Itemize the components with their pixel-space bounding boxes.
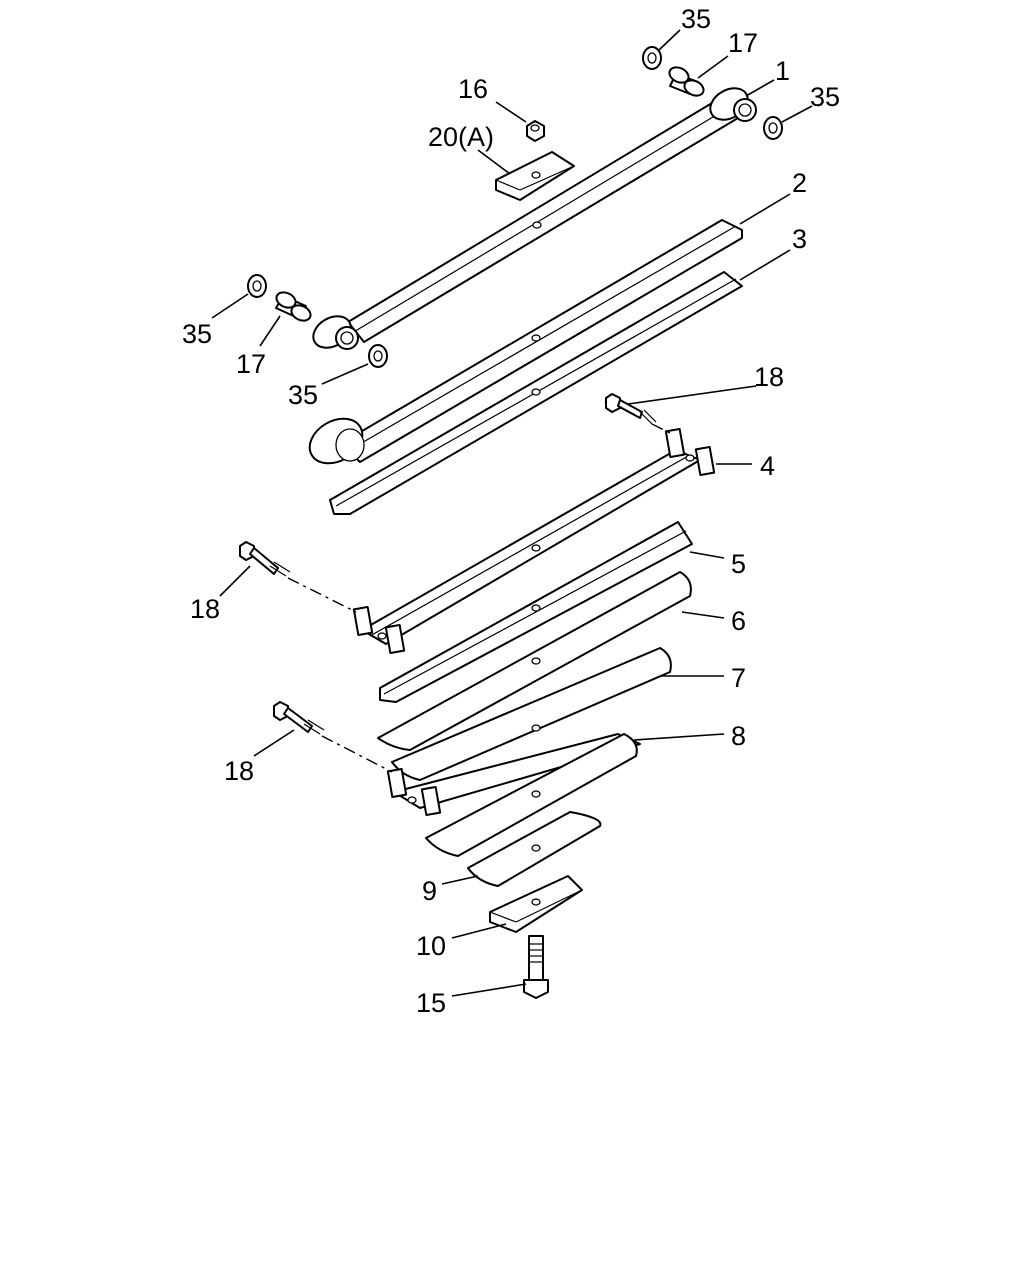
callout-5: 5 — [731, 549, 746, 579]
nut-16 — [526, 120, 545, 142]
plate-20a — [495, 151, 575, 201]
washer-35-c — [247, 274, 267, 298]
leaf-1 — [312, 87, 757, 350]
bolt-18-top — [605, 393, 657, 425]
clip-4 — [352, 427, 716, 655]
centerline-18-top — [651, 423, 673, 435]
leaf-3 — [329, 271, 743, 515]
callout-16: 16 — [458, 74, 488, 104]
leaf-8 — [425, 733, 638, 857]
callout-35-right: 35 — [810, 82, 840, 112]
washer-35-b — [763, 116, 783, 140]
bushing-17-bottom — [275, 291, 312, 322]
callout-35-bottom: 35 — [288, 380, 318, 410]
callout-35-top: 35 — [681, 4, 711, 34]
bushing-17-top — [668, 66, 705, 97]
callout-3: 3 — [792, 224, 807, 254]
callout-7: 7 — [731, 663, 746, 693]
callout-4: 4 — [760, 451, 775, 481]
callout-18-middle: 18 — [190, 594, 220, 624]
callout-1: 1 — [775, 56, 790, 86]
callout-17-bottom: 17 — [236, 349, 266, 379]
callout-17-top: 17 — [728, 28, 758, 58]
bolt-18-lower — [273, 701, 325, 735]
leaf-2 — [308, 219, 743, 465]
callout-15: 15 — [416, 988, 446, 1018]
leader-lines — [211, 29, 813, 997]
callout-35-left: 35 — [182, 319, 212, 349]
leaf-6 — [377, 571, 692, 751]
centerline-18-middle — [287, 577, 357, 613]
callout-2: 2 — [792, 168, 807, 198]
washer-35-d — [368, 344, 388, 368]
spacer-10 — [489, 875, 583, 933]
callout-9: 9 — [422, 876, 437, 906]
bolt-18-middle — [239, 541, 291, 577]
callout-10: 10 — [416, 931, 446, 961]
callout-18-top: 18 — [754, 362, 784, 392]
callout-18-lower: 18 — [224, 756, 254, 786]
callout-labels: 35 17 1 35 16 20(A) 2 3 35 17 35 18 4 5 … — [182, 4, 840, 1018]
center-bolt-15 — [523, 935, 549, 999]
lower-clip — [386, 733, 641, 817]
callout-20a: 20(A) — [428, 122, 494, 152]
callout-8: 8 — [731, 721, 746, 751]
callout-6: 6 — [731, 606, 746, 636]
washer-35-a — [642, 46, 662, 70]
leaf-5 — [379, 521, 693, 703]
